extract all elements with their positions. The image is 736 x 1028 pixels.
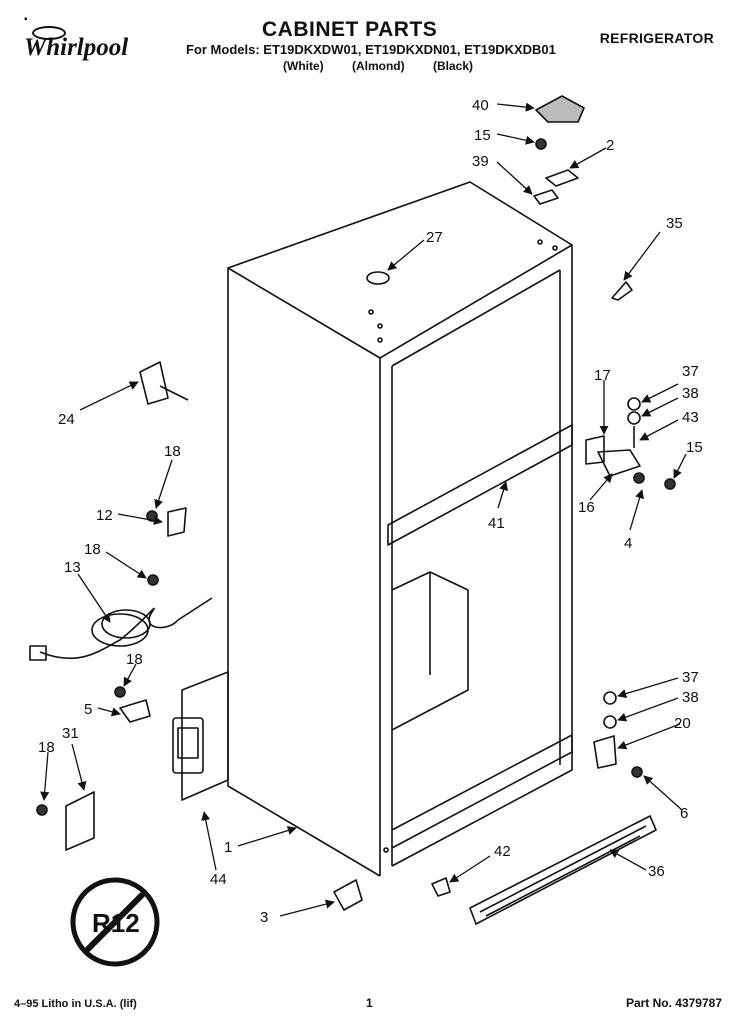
callout-5: 5 <box>84 701 92 718</box>
freezer-divider <box>391 571 469 731</box>
callout-18-d: 18 <box>38 739 55 756</box>
variant-white: (White) <box>283 59 324 73</box>
callout-44: 44 <box>210 871 227 888</box>
callout-39: 39 <box>472 153 489 170</box>
refrigerant-badge-label: R12 <box>92 908 140 938</box>
callout-27: 27 <box>426 229 443 246</box>
bottom-hinge <box>593 735 617 769</box>
callout-labels: 40 15 2 39 27 35 24 18 12 18 13 18 5 31 … <box>38 97 703 926</box>
callout-12: 12 <box>96 507 113 524</box>
cord-clamp <box>119 699 151 723</box>
callout-40: 40 <box>472 97 489 114</box>
base-grille <box>469 815 657 925</box>
callout-13: 13 <box>64 559 81 576</box>
top-hinge <box>545 169 579 187</box>
hinge-cover <box>535 95 585 123</box>
screws <box>36 138 676 816</box>
callout-18-c: 18 <box>126 651 143 668</box>
print-info: 4–95 Litho in U.S.A. (lif) <box>14 998 137 1010</box>
refrigerant-badge <box>70 877 160 967</box>
callout-37-bottom: 37 <box>682 669 699 686</box>
callout-16: 16 <box>578 499 595 516</box>
leader-lines <box>40 102 687 917</box>
hinge-shim <box>533 189 559 205</box>
page-number: 1 <box>366 996 373 1010</box>
bottom-rail <box>391 734 573 849</box>
callout-4: 4 <box>624 535 632 552</box>
callout-37-top: 37 <box>682 363 699 380</box>
callout-35: 35 <box>666 215 683 232</box>
corner-mark: ▪ <box>24 14 28 25</box>
rear-access-panel <box>181 671 229 801</box>
callout-15-top: 15 <box>474 127 491 144</box>
callout-3: 3 <box>260 909 268 926</box>
page-title: CABINET PARTS <box>262 18 438 41</box>
variant-almond: (Almond) <box>351 59 405 73</box>
cabinet-shell <box>227 181 573 877</box>
variant-black: (Black) <box>432 59 473 73</box>
whirlpool-logo: Whirlpool <box>24 26 128 62</box>
callout-17: 17 <box>594 367 611 384</box>
hinge-spacer <box>585 435 605 465</box>
callout-38-bottom: 38 <box>682 689 699 706</box>
callout-42: 42 <box>494 843 511 860</box>
callout-6: 6 <box>680 805 688 822</box>
color-variants: (White) (Almond) (Black) <box>283 59 473 73</box>
callout-36: 36 <box>648 863 665 880</box>
callout-38-top: 38 <box>682 385 699 402</box>
callout-18-a: 18 <box>164 443 181 460</box>
callout-41: 41 <box>488 515 505 532</box>
model-list: For Models: ET19DKXDW01, ET19DKXDN01, ET… <box>186 42 556 57</box>
part-number: Part No. 4379787 <box>625 996 722 1010</box>
callout-24: 24 <box>58 411 75 428</box>
callout-2: 2 <box>606 137 614 154</box>
callout-15-mid: 15 <box>686 439 703 456</box>
callout-1: 1 <box>224 839 232 856</box>
grille-clip <box>431 877 451 897</box>
callout-18-b: 18 <box>84 541 101 558</box>
power-cord <box>29 597 213 661</box>
drain-tube <box>139 361 169 405</box>
lower-hinge-bracket <box>333 879 363 911</box>
center-hinge <box>597 449 641 477</box>
mullion-rail <box>387 424 573 546</box>
product-category: REFRIGERATOR <box>599 30 714 46</box>
terminal-bracket <box>167 507 187 537</box>
door-stop <box>611 281 633 301</box>
hole-plug <box>366 271 390 285</box>
callout-20: 20 <box>674 715 691 732</box>
callout-43: 43 <box>682 409 699 426</box>
compressor-cover <box>65 791 95 851</box>
callout-31: 31 <box>62 725 79 742</box>
logo-swoosh-icon <box>32 26 66 40</box>
